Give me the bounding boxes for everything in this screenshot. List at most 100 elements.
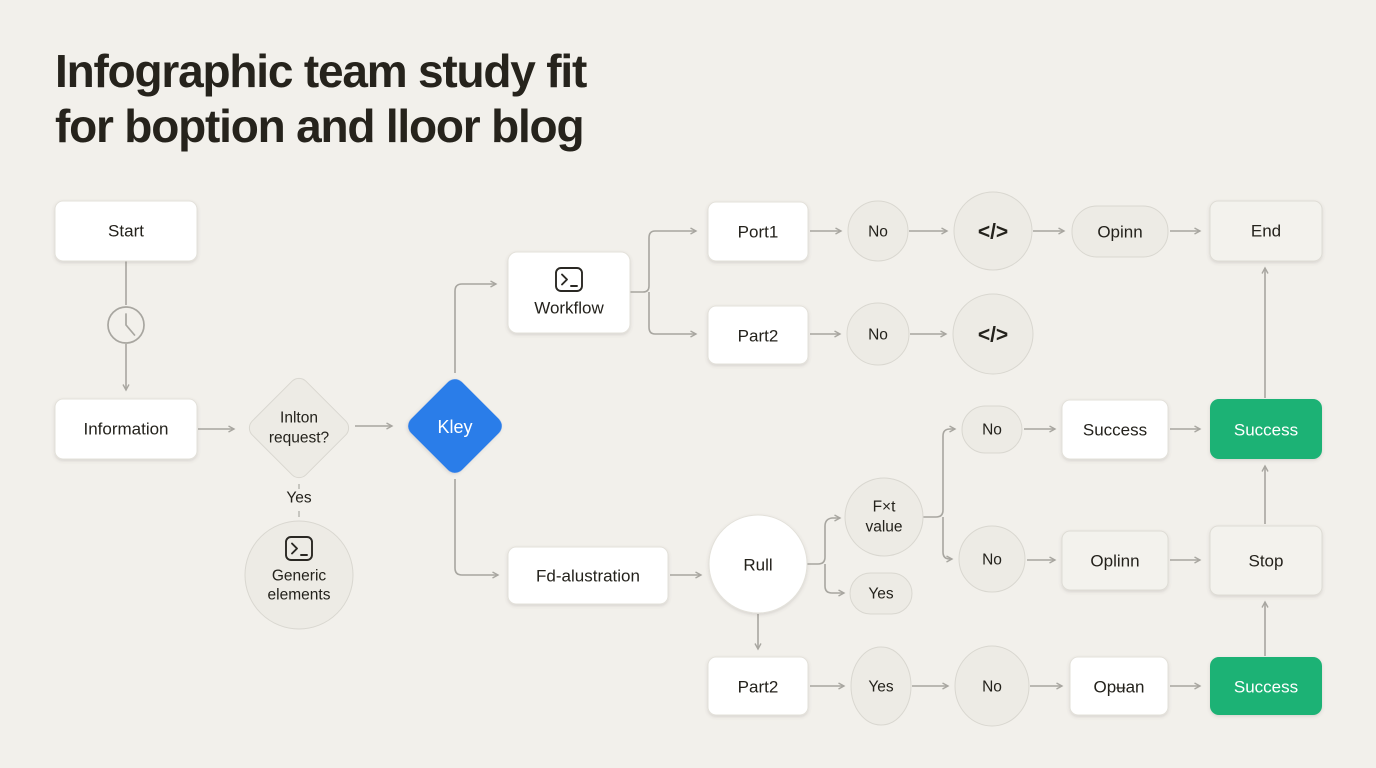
- yes-pill-label: Yes: [868, 586, 894, 603]
- node-part2-top: Part2: [707, 305, 809, 365]
- node-oplinn: Oplinn: [1061, 530, 1169, 591]
- oplinn-label: Oplinn: [1090, 552, 1139, 571]
- success-mid-label: Success: [1083, 421, 1147, 440]
- part2-bottom-box: [707, 656, 809, 716]
- node-success-mid: Success: [1061, 399, 1169, 460]
- end-box: [1209, 200, 1323, 262]
- no-c-pill: [961, 405, 1023, 454]
- opean-label: Opʉan: [1093, 678, 1144, 697]
- edge-rull-yespill: [824, 564, 844, 593]
- generic-circle: [244, 520, 354, 630]
- information-label: Information: [83, 420, 168, 439]
- no-a-label: No: [868, 224, 888, 241]
- success-bottom-green-box: [1210, 657, 1322, 715]
- node-workflow: Workflow: [507, 251, 631, 334]
- request-label-line1: Inlton: [280, 410, 318, 427]
- node-generic-elements: Generic elements: [244, 520, 354, 630]
- node-no-e: No: [954, 645, 1030, 727]
- terminal-icon: [555, 267, 583, 292]
- opinn-label: Opinn: [1097, 223, 1142, 242]
- start-box: [54, 200, 198, 262]
- edge-kley-workflow: [454, 284, 496, 373]
- information-box: [54, 398, 198, 460]
- yes-branch-label: Yes: [286, 490, 312, 507]
- node-end: End: [1209, 200, 1323, 262]
- node-yes-bottom: Yes: [850, 646, 912, 726]
- edge-fxt-no-up: [923, 429, 955, 518]
- edge-rull-fxt: [807, 518, 840, 565]
- stop-label: Stop: [1249, 552, 1284, 571]
- port1-box: [707, 201, 809, 262]
- fxt-label-line2: value: [865, 519, 902, 536]
- opean-box: [1069, 656, 1169, 716]
- node-success-top-green: Success: [1210, 399, 1322, 459]
- node-no-d: No: [958, 525, 1026, 593]
- node-yes-pill: Yes: [849, 572, 913, 615]
- edge-workflow-port1: [630, 231, 696, 293]
- fd-alustration-box: [507, 546, 669, 605]
- no-e-label: No: [982, 679, 1002, 696]
- node-success-bottom-green: Success: [1210, 657, 1322, 715]
- workflow-label: Workflow: [534, 299, 604, 318]
- opinn-pill: [1071, 205, 1169, 258]
- generic-label-line1: Generic: [272, 568, 327, 585]
- node-rull: Rull: [708, 514, 808, 614]
- success-top-green-box: [1210, 399, 1322, 459]
- node-information: Information: [54, 398, 198, 460]
- kley-label: Kley: [437, 417, 472, 437]
- edge-kley-fdalustration: [454, 479, 498, 575]
- kley-diamond: [408, 379, 502, 473]
- rull-label: Rull: [743, 556, 772, 575]
- node-start: Start: [54, 200, 198, 262]
- edge-workflow-part2: [648, 292, 696, 334]
- node-no-b: No: [846, 302, 910, 366]
- generic-label-line2: elements: [268, 587, 331, 604]
- yes-pill-shape: [849, 572, 913, 615]
- part2-bottom-label: Part2: [738, 678, 779, 697]
- part2-top-box: [707, 305, 809, 365]
- no-d-circle: [958, 525, 1026, 593]
- no-c-label: No: [982, 422, 1002, 439]
- no-b-circle: [846, 302, 910, 366]
- request-label-line2: request?: [269, 430, 330, 447]
- node-opean: Opʉan: [1069, 656, 1169, 716]
- connectors: [126, 231, 1265, 686]
- code-icon: </>: [978, 221, 1008, 244]
- page-title: Infographic team study fit for boption a…: [55, 44, 587, 154]
- no-a-circle: [847, 200, 909, 262]
- rull-circle: [708, 514, 808, 614]
- success-mid-box: [1061, 399, 1169, 460]
- no-d-label: No: [982, 552, 1002, 569]
- clock-icon: [107, 306, 145, 344]
- code-b-circle: [952, 293, 1034, 375]
- node-part2-bottom: Part2: [707, 656, 809, 716]
- oplinn-box: [1061, 530, 1169, 591]
- request-diamond: [248, 377, 350, 479]
- edge-fxt-no-down: [942, 517, 952, 559]
- no-e-ellipse: [954, 645, 1030, 727]
- node-stop: Stop: [1209, 525, 1323, 596]
- node-opinn: Opinn: [1071, 205, 1169, 258]
- node-code-a: </>: [953, 191, 1033, 271]
- no-b-label: No: [868, 327, 888, 344]
- yes-bottom-label: Yes: [868, 679, 894, 696]
- start-label: Start: [108, 222, 144, 241]
- yes-bottom-ellipse: [850, 646, 912, 726]
- page-title-line2: for boption and lloor blog: [55, 100, 585, 152]
- fd-alustration-label: Fd-alustration: [536, 567, 640, 586]
- success-top-green-label: Success: [1234, 421, 1298, 440]
- node-no-a: No: [847, 200, 909, 262]
- part2-top-label: Part2: [738, 327, 779, 346]
- port1-label: Port1: [738, 223, 779, 242]
- page-title-line1: Infographic team study fit: [55, 45, 587, 97]
- terminal-icon: [285, 536, 313, 561]
- end-label: End: [1251, 222, 1281, 241]
- code-a-circle: [953, 191, 1033, 271]
- node-no-c: No: [961, 405, 1023, 454]
- code-icon: </>: [978, 324, 1008, 347]
- node-fd-alustration: Fd-alustration: [507, 546, 669, 605]
- success-bottom-green-label: Success: [1234, 678, 1298, 697]
- node-fxt-value: F×t value: [844, 477, 924, 557]
